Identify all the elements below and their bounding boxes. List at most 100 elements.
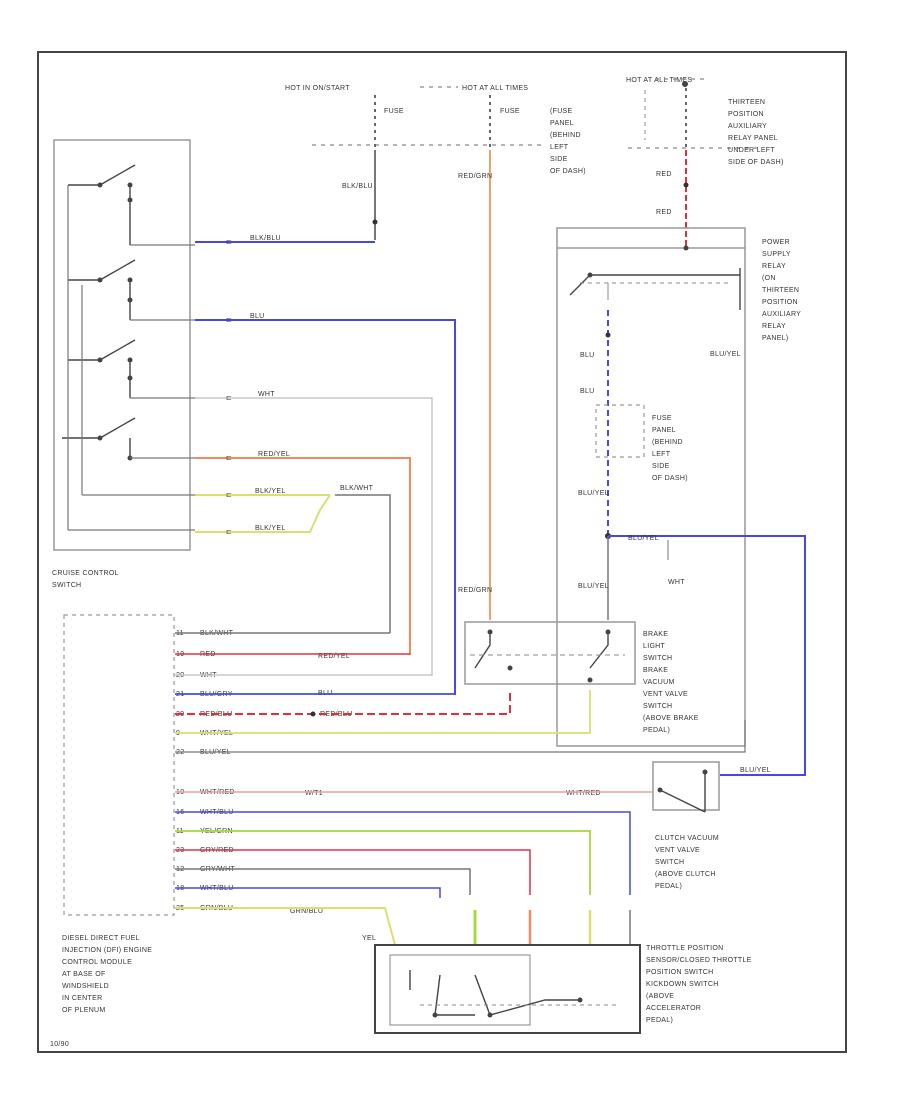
svg-text:SIDE: SIDE — [550, 156, 568, 163]
svg-text:WINDSHIELD: WINDSHIELD — [62, 983, 109, 990]
throttle-sensor: YEL THROTTLE POSITION SENSOR/CLOSED THRO… — [362, 935, 752, 1034]
relay-out-wire-label: BLU/YEL — [710, 351, 741, 358]
fuse-a-label: FUSE — [384, 108, 404, 115]
throttle-housing — [374, 944, 641, 1034]
svg-text:SWITCH: SWITCH — [52, 582, 81, 589]
svg-text:AUXILIARY: AUXILIARY — [762, 311, 801, 318]
diagram-frame — [37, 51, 847, 1053]
svg-text:RELAY PANEL: RELAY PANEL — [728, 135, 778, 142]
svg-text:(ABOVE BRAKE: (ABOVE BRAKE — [643, 715, 699, 722]
ecm-housing — [63, 614, 175, 916]
svg-text:⊏: ⊏ — [226, 455, 232, 462]
blu-yel-right-label: BLU/YEL — [628, 535, 659, 542]
svg-text:VENT VALVE: VENT VALVE — [655, 847, 700, 854]
power-header: HOT IN ON/START HOT AT ALL TIMES HOT AT … — [285, 77, 784, 175]
cruise-splice-label: BLK/WHT — [340, 485, 374, 492]
cruise-switch-label: CRUISE CONTROL SWITCH — [52, 570, 119, 589]
cruise-conn-4-label: RED/YEL — [258, 451, 290, 458]
svg-text:⊏: ⊏ — [226, 529, 232, 536]
svg-text:OF DASH): OF DASH) — [652, 475, 688, 482]
svg-text:SIDE: SIDE — [652, 463, 670, 470]
aux-relay-panel-label: THIRTEEN POSITION AUXILIARY RELAY PANEL … — [728, 99, 784, 166]
svg-text:THROTTLE POSITION: THROTTLE POSITION — [646, 945, 723, 952]
cruise-conn-1-label: BLK/BLU — [250, 235, 281, 242]
svg-text:OF PLENUM: OF PLENUM — [62, 1007, 106, 1014]
svg-text:(ON: (ON — [762, 275, 776, 282]
blk-blu-wire-label: BLK/BLU — [342, 183, 373, 190]
cruise-conn-5-label: BLK/YEL — [255, 488, 286, 495]
svg-text:PEDAL): PEDAL) — [646, 1017, 673, 1024]
svg-text:SWITCH: SWITCH — [643, 703, 672, 710]
svg-text:SWITCH: SWITCH — [643, 655, 672, 662]
fuse-panel-2-box — [595, 404, 645, 458]
cruise-control-switch: CRUISE CONTROL SWITCH — [52, 139, 195, 589]
svg-text:(BEHIND: (BEHIND — [550, 132, 581, 139]
svg-text:CONTROL MODULE: CONTROL MODULE — [62, 959, 132, 966]
cruise-conn-6-label: BLK/YEL — [255, 525, 286, 532]
wire-red-feed: RED RED — [656, 88, 689, 248]
svg-text:THIRTEEN: THIRTEEN — [728, 99, 765, 106]
throttle-yel-label: YEL — [362, 935, 376, 942]
svg-text:ACCELERATOR: ACCELERATOR — [646, 1005, 701, 1012]
svg-text:PEDAL): PEDAL) — [643, 727, 670, 734]
svg-text:SENSOR/CLOSED THROTTLE: SENSOR/CLOSED THROTTLE — [646, 957, 752, 964]
hot-run-label: HOT AT ALL TIMES — [462, 85, 528, 92]
svg-text:AT BASE OF: AT BASE OF — [62, 971, 106, 978]
svg-text:SWITCH: SWITCH — [655, 859, 684, 866]
ecm-mid-red-yel: RED/YEL — [318, 653, 350, 660]
svg-text:⊏: ⊏ — [226, 317, 232, 324]
brake-switch-label: BRAKE LIGHT SWITCH BRAKE VACUUM VENT VAL… — [643, 631, 699, 734]
relay-blu-label-1: BLU — [580, 352, 595, 359]
relay-blu-label-2: BLU — [580, 388, 595, 395]
red-grn-wire-label: RED/GRN — [458, 173, 492, 180]
hot-start-label: HOT IN ON/START — [285, 85, 350, 92]
svg-text:BRAKE: BRAKE — [643, 631, 668, 638]
brake-red-grn-label: RED/GRN — [458, 587, 492, 594]
relay-label: POWER SUPPLY RELAY (ON THIRTEEN POSITION… — [762, 239, 801, 342]
throttle-label: THROTTLE POSITION SENSOR/CLOSED THROTTLE… — [646, 945, 752, 1024]
svg-text:POSITION: POSITION — [728, 111, 764, 118]
svg-text:RELAY: RELAY — [762, 263, 786, 270]
svg-text:SIDE OF DASH): SIDE OF DASH) — [728, 159, 784, 166]
cruise-conn-3-label: WHT — [258, 391, 275, 398]
svg-text:PEDAL): PEDAL) — [655, 883, 682, 890]
clutch-switch-label: CLUTCH VACUUM VENT VALVE SWITCH (ABOVE C… — [655, 835, 719, 890]
svg-text:UNDER LEFT: UNDER LEFT — [728, 147, 775, 154]
svg-text:⊏: ⊏ — [226, 395, 232, 402]
svg-text:PANEL): PANEL) — [762, 335, 789, 342]
wire-blk-blu-feed: BLK/BLU — [342, 95, 378, 240]
svg-text:BRAKE: BRAKE — [643, 667, 668, 674]
cruise-connector-glyphs: ⊏ — [226, 239, 232, 246]
svg-text:CLUTCH VACUUM: CLUTCH VACUUM — [655, 835, 719, 842]
hot-all-label: HOT AT ALL TIMES — [626, 77, 692, 84]
svg-text:AUXILIARY: AUXILIARY — [728, 123, 767, 130]
svg-text:VACUUM: VACUUM — [643, 679, 675, 686]
svg-text:POWER: POWER — [762, 239, 790, 246]
clutch-wire-label: BLU/YEL — [740, 767, 771, 774]
cruise-switch-housing — [53, 139, 191, 551]
relay-blu-yel-label-2: BLU/YEL — [578, 583, 609, 590]
clutch-switch: BLU/YEL CLUTCH VACUUM VENT VALVE SWITCH … — [652, 761, 771, 890]
red-wire-label-mid: RED — [656, 209, 672, 216]
ecm-mid-wht-red: W/T1 — [305, 790, 323, 797]
red-wire-label-top: RED — [656, 171, 672, 178]
svg-text:LEFT: LEFT — [550, 144, 569, 151]
wht-mark-label: WHT — [668, 579, 685, 586]
ecm-wires — [175, 632, 746, 946]
svg-text:(ABOVE: (ABOVE — [646, 993, 674, 1000]
svg-text:LEFT: LEFT — [652, 451, 671, 458]
svg-text:KICKDOWN SWITCH: KICKDOWN SWITCH — [646, 981, 719, 988]
svg-text:SUPPLY: SUPPLY — [762, 251, 791, 258]
ecm-mid-wht-red-end: WHT/RED — [566, 790, 601, 797]
svg-text:DIESEL DIRECT FUEL: DIESEL DIRECT FUEL — [62, 935, 140, 942]
svg-text:IN CENTER: IN CENTER — [62, 995, 102, 1002]
svg-text:POSITION SWITCH: POSITION SWITCH — [646, 969, 714, 976]
hot-all-node — [682, 81, 688, 87]
cruise-conn-2-label: BLU — [250, 313, 265, 320]
footer-code: 10/90 — [50, 1041, 69, 1048]
fuse-panel-2-label: FUSE PANEL (BEHIND LEFT SIDE OF DASH) — [652, 415, 688, 482]
svg-text:OF DASH): OF DASH) — [550, 168, 586, 175]
relay-blu-yel-label-1: BLU/YEL — [578, 490, 609, 497]
ecm-mid-grn-blu: GRN/BLU — [290, 908, 323, 915]
